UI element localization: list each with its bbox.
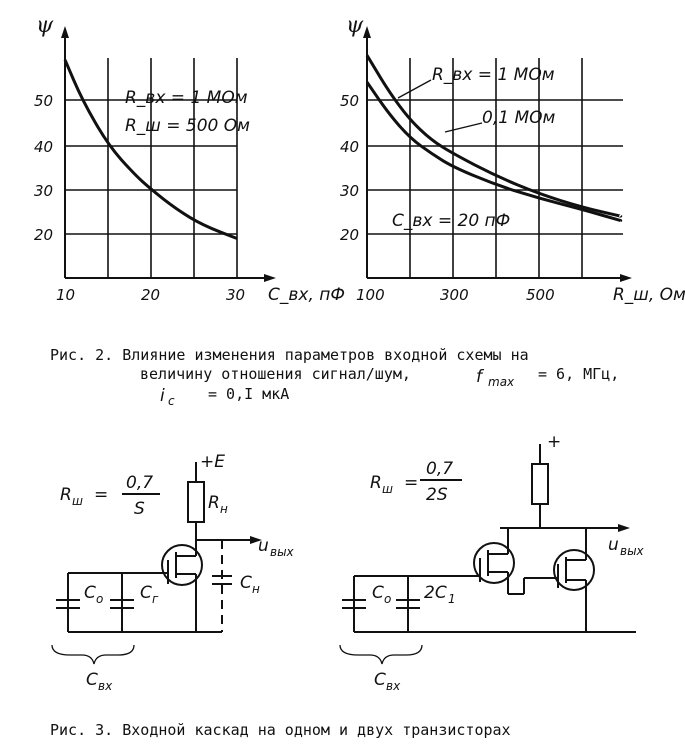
svg-text:o: o xyxy=(384,592,391,606)
supply-label: +E xyxy=(200,452,225,472)
chart-right-axes xyxy=(363,26,632,282)
svg-text:вых: вых xyxy=(620,544,645,558)
chart-right-xtick: 500 xyxy=(526,286,555,304)
chart-right-legend-series-1: R_вх = 1 МОм xyxy=(432,65,555,85)
chart-right-x-label: R_ш, Ом xyxy=(613,285,685,305)
caption-symbol: i xyxy=(160,386,165,406)
chart-right-legend-series-2: 0,1 МОм xyxy=(482,108,555,128)
svg-text:R: R xyxy=(60,485,72,505)
svg-text:C: C xyxy=(374,670,386,690)
capacitor-c0 xyxy=(342,599,366,609)
transistor-symbol-2 xyxy=(553,549,595,591)
chart-left-grid xyxy=(65,58,238,278)
svg-text:u: u xyxy=(258,536,269,556)
chart-right-ytick: 50 xyxy=(340,92,359,110)
svg-text:1: 1 xyxy=(448,592,456,606)
chart-right-xtick: 100 xyxy=(356,286,385,304)
svg-text:н: н xyxy=(220,502,228,516)
svg-text:г: г xyxy=(152,592,159,606)
resistor-load xyxy=(531,463,549,505)
svg-text:C: C xyxy=(86,670,98,690)
svg-text:o: o xyxy=(96,592,103,606)
caption-subscript: max xyxy=(488,375,515,389)
chart-left-xtick: 30 xyxy=(226,286,245,304)
svg-text:C: C xyxy=(240,573,252,593)
figure-3-caption: Рис. 3. Входной каскад на одном и двух т… xyxy=(50,721,511,739)
chart-left-y-label: ψ xyxy=(36,13,54,38)
chart-right-y-label: ψ xyxy=(346,13,364,38)
chart-left-ytick: 50 xyxy=(34,92,53,110)
circuit-two-transistor: R ш = 0,7 2S + u вых xyxy=(339,432,645,693)
chart-right-grid xyxy=(367,58,623,278)
svg-text:=: = xyxy=(404,473,418,493)
chart-right-ytick: 40 xyxy=(340,138,359,156)
svg-text:C: C xyxy=(372,583,384,603)
svg-text:ш: ш xyxy=(382,482,393,496)
svg-text:0,7: 0,7 xyxy=(126,473,153,493)
capacitor-2c1 xyxy=(396,599,420,609)
capacitor-load xyxy=(212,575,232,585)
svg-text:0,7: 0,7 xyxy=(426,459,453,479)
svg-text:вх: вх xyxy=(386,679,401,693)
svg-text:=: = xyxy=(94,485,108,505)
chart-left-x-label: C_вх, пФ xyxy=(268,285,345,305)
chart-right-ytick: 20 xyxy=(340,226,359,244)
formula-double: R ш = 0,7 2S xyxy=(370,459,462,505)
capacitor-c0 xyxy=(56,599,80,609)
transistor-symbol-1 xyxy=(473,542,515,584)
chart-right-series-line-2 xyxy=(365,81,623,223)
svg-text:ш: ш xyxy=(72,494,83,508)
supply-label: + xyxy=(547,432,561,452)
circuit-single-transistor: R ш = 0,7 S +E R н u вых C xyxy=(51,452,295,693)
svg-text:2C: 2C xyxy=(424,583,447,603)
chart-right-annotation: C_вх = 20 пФ xyxy=(392,211,510,231)
chart-left: ψ 50 40 30 20 10 20 30 C_вх, пФ R_вх = 1… xyxy=(34,13,345,305)
svg-text:н: н xyxy=(252,582,260,596)
chart-right-leader xyxy=(397,79,432,99)
chart-right-leader xyxy=(444,122,483,133)
caption-line: Рис. 2. Влияние изменения параметров вхо… xyxy=(50,346,529,364)
chart-left-series-line xyxy=(63,59,238,240)
svg-text:C: C xyxy=(84,583,96,603)
svg-text:u: u xyxy=(608,535,619,555)
chart-left-xtick: 20 xyxy=(141,286,160,304)
transistor-symbol xyxy=(161,544,203,586)
caption-symbol: f xyxy=(476,367,485,387)
svg-text:S: S xyxy=(134,499,145,519)
chart-right-xtick: 300 xyxy=(440,286,469,304)
caption-line: = 0,I мкА xyxy=(208,385,289,403)
svg-text:вх: вх xyxy=(98,679,113,693)
svg-text:2S: 2S xyxy=(426,485,448,505)
chart-left-annotation: R_вх = 1 МОм xyxy=(125,88,248,108)
chart-left-ytick: 20 xyxy=(34,226,53,244)
figure-2-caption: Рис. 2. Влияние изменения параметров вхо… xyxy=(50,346,619,408)
svg-text:C: C xyxy=(140,583,152,603)
resistor-load xyxy=(187,481,205,523)
chart-left-ytick: 40 xyxy=(34,138,53,156)
chart-left-ytick: 30 xyxy=(34,182,53,200)
svg-text:R: R xyxy=(370,473,382,493)
chart-left-axes xyxy=(61,26,276,282)
formula-single: R ш = 0,7 S xyxy=(60,473,160,519)
capacitor-cg xyxy=(110,599,134,609)
svg-text:R: R xyxy=(208,493,220,513)
chart-left-xtick: 10 xyxy=(56,286,75,304)
brace-cvx xyxy=(339,644,423,665)
chart-right-series-line-1 xyxy=(365,54,623,218)
brace-cvx xyxy=(51,644,135,665)
chart-right: ψ 50 40 30 20 100 300 500 R_ш, Ом R_вх =… xyxy=(340,13,685,305)
chart-left-annotation: R_ш = 500 Ом xyxy=(125,116,250,136)
chart-right-ytick: 30 xyxy=(340,182,359,200)
caption-line: величину отношения сигнал/шум, xyxy=(140,365,411,383)
caption-subscript: c xyxy=(168,394,175,408)
svg-text:вых: вых xyxy=(270,545,295,559)
caption-line: = 6, МГц, xyxy=(538,365,619,383)
